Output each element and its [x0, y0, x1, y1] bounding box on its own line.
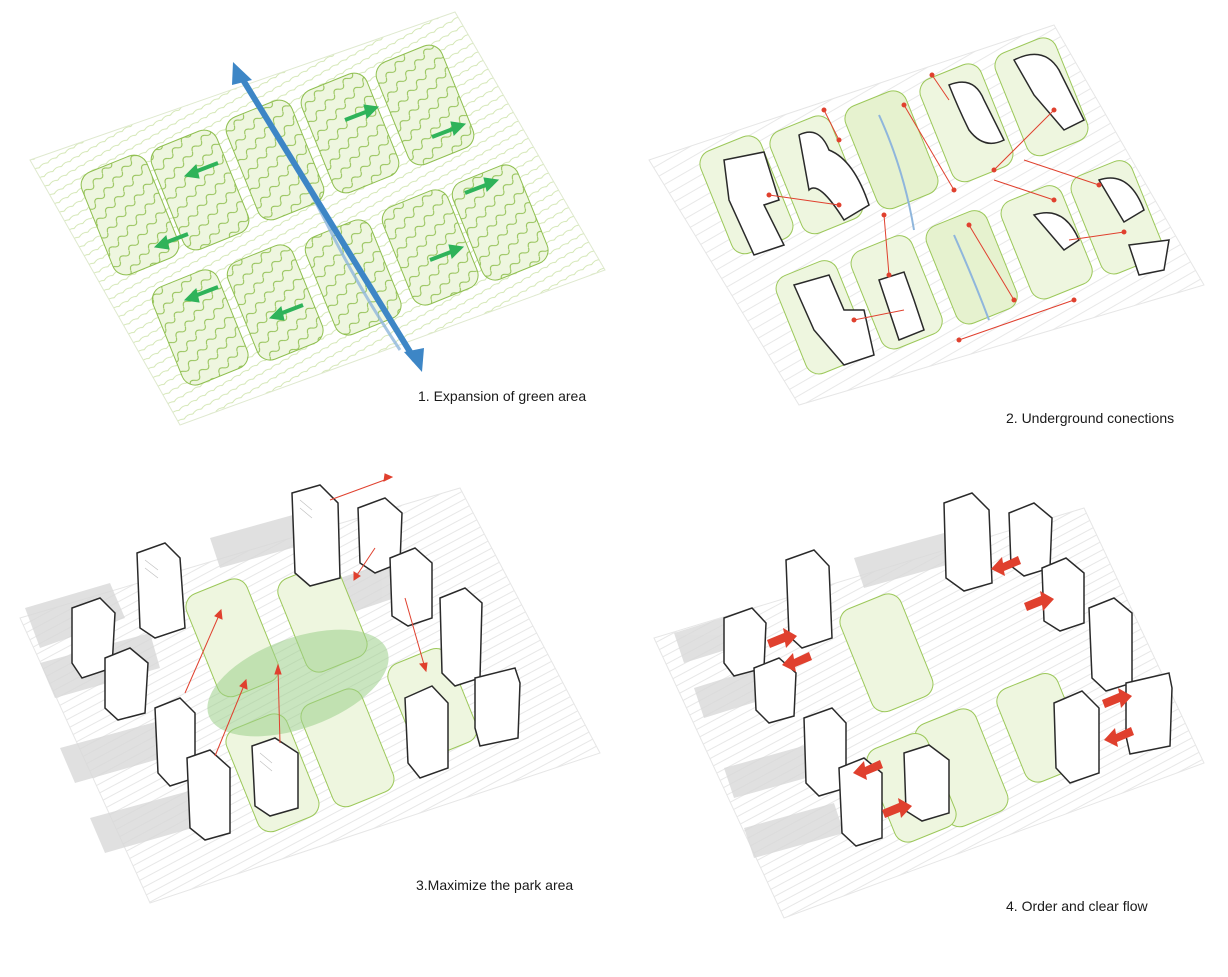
panel-2-drawing	[648, 24, 1205, 406]
caption-2: 2. Underground conections	[1006, 410, 1175, 426]
tower-facade-hatching	[144, 499, 313, 772]
blue-axis-arrow	[232, 62, 424, 372]
green-expansion-arrows	[153, 104, 500, 321]
underground-volumes	[723, 53, 1170, 366]
panel-underground-connections: 2. Underground conections	[614, 0, 1228, 488]
panel-1-drawing	[29, 11, 606, 426]
towers	[723, 492, 1173, 847]
panel-maximize-park-area: 3.Maximize the park area	[0, 473, 614, 977]
panel-3-drawing	[19, 473, 601, 904]
panel-order-clear-flow: 4. Order and clear flow	[614, 488, 1228, 977]
red-flow-arrows	[184, 473, 428, 757]
red-flow-arrows	[767, 556, 1134, 818]
water-lines	[878, 114, 990, 321]
panel-4-drawing	[653, 492, 1205, 919]
park-expansion-area	[207, 629, 389, 737]
red-connection-arrows	[766, 72, 1127, 343]
green-blocks	[80, 44, 549, 386]
caption-3: 3.Maximize the park area	[416, 877, 574, 893]
panel-expansion-green-area: 1. Expansion of green area	[0, 0, 614, 488]
towers	[71, 484, 521, 841]
caption-1: 1. Expansion of green area	[418, 388, 587, 404]
caption-4: 4. Order and clear flow	[1006, 898, 1148, 914]
